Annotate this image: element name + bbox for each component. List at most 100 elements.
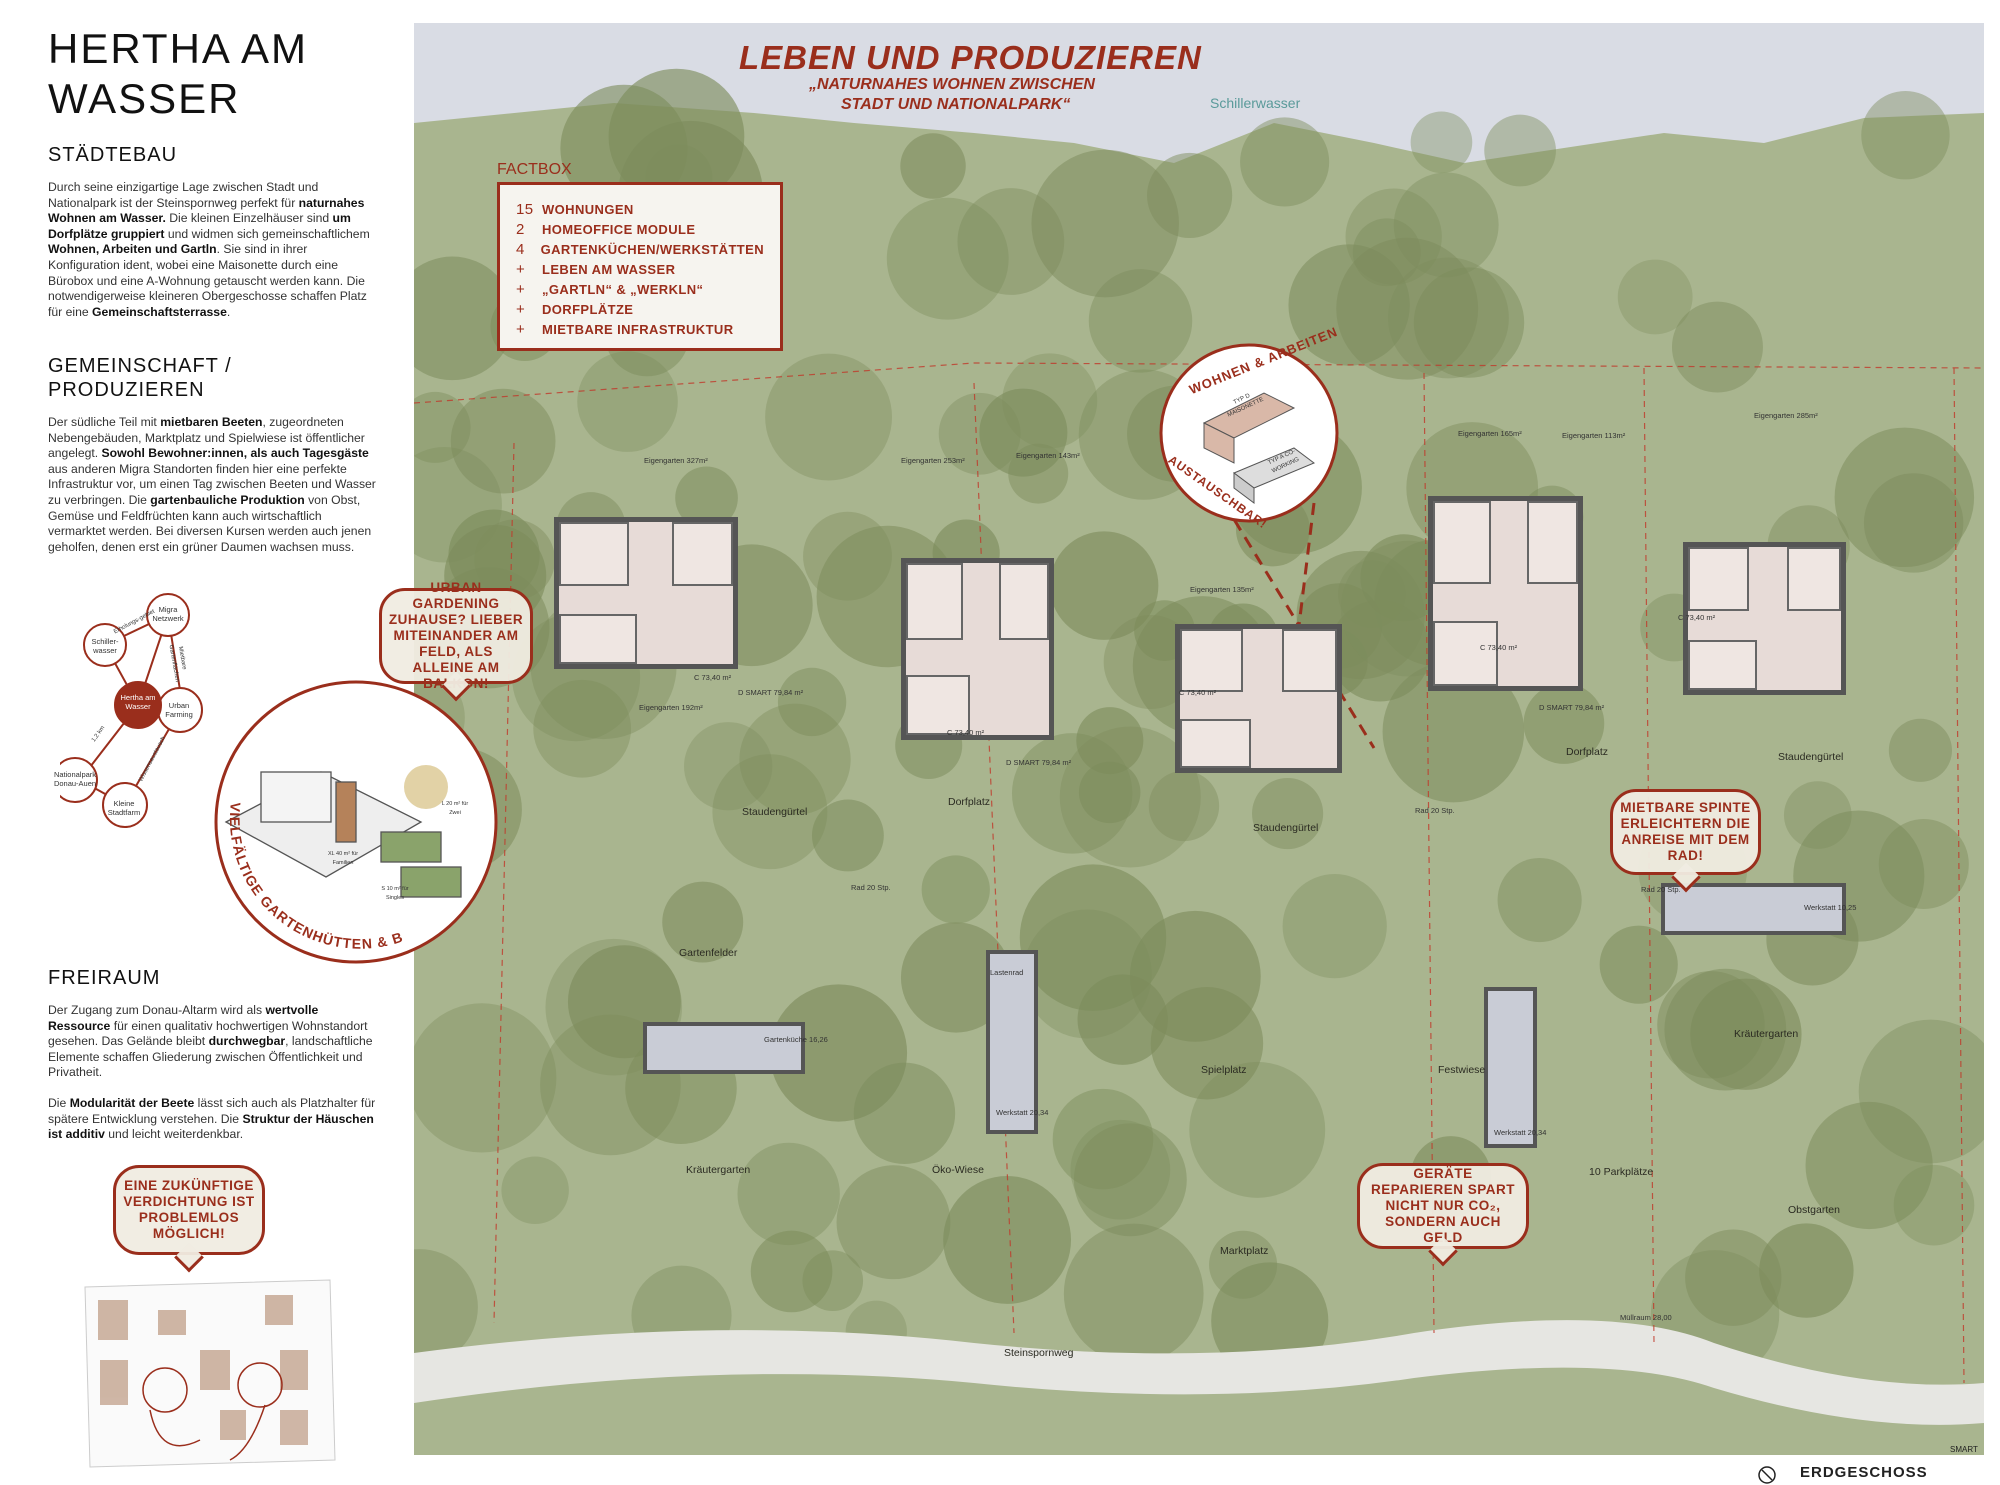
tree (1888, 718, 1952, 782)
factbox-text: DORFPLÄTZE (542, 301, 634, 317)
text-segment: lässt sich auch als Platzhalter für spät… (48, 1096, 376, 1126)
tree (1893, 1164, 1975, 1246)
tree (1329, 600, 1431, 702)
unit-label: C 73,40 m² (1678, 613, 1716, 622)
factbox-text: MIETBARE INFRASTRUKTUR (542, 321, 734, 337)
tree (1103, 614, 1198, 710)
tree (1861, 90, 1950, 180)
tree (1150, 987, 1264, 1100)
tree (900, 922, 1012, 1033)
tree (1282, 874, 1387, 979)
private-garden-label: Eigengarten 143m² (1016, 451, 1080, 460)
speech-bubble-repair: GERÄTE REPARIEREN SPART NICHT NUR CO₂, S… (1357, 1163, 1529, 1249)
place-label: Dorfplatz (1566, 746, 1609, 758)
tree (1031, 149, 1179, 298)
place-label: Kräutergarten (686, 1164, 751, 1176)
factbox-count: + (516, 300, 526, 318)
factbox-row: + „GARTLN“ & „WERKLN“ (516, 279, 764, 299)
private-garden-label: Eigengarten 135m² (1190, 585, 1254, 594)
place-label: Obstgarten (1788, 1204, 1840, 1216)
tree (777, 667, 847, 737)
place-label: Steinspornweg (1004, 1347, 1074, 1359)
text-freiraum-1: Der Zugang zum Donau-Altarm wird als wer… (48, 1003, 378, 1081)
factbox-text: „GARTLN“ & „WERKLN“ (542, 281, 704, 297)
tree (938, 392, 1021, 475)
place-label: Dorfplatz (948, 796, 991, 808)
factbox-text: WOHNUNGEN (542, 201, 634, 217)
tree (1360, 534, 1448, 622)
residential-building (554, 517, 738, 669)
speech-bubble-urban-gardening: URBAN GARDENING ZUHAUSE? LIEBER MITEINAN… (379, 580, 533, 691)
text-gemeinschaft: Der südliche Teil mit mietbaren Beeten, … (48, 415, 378, 555)
text-segment: für einen qualitativ hochwertigen Wohnst… (48, 1018, 368, 1049)
text-segment: Gemeinschaftsterrasse (92, 304, 227, 319)
tree (1070, 1119, 1171, 1220)
text-segment: Der Zugang zum Donau-Altarm wird als (48, 1003, 266, 1017)
tree (750, 1230, 833, 1313)
heading-freiraum: FREIRAUM (48, 967, 161, 989)
unit-label: C 73,40 m² (1480, 643, 1518, 652)
tree (1049, 531, 1159, 640)
network-node: Urban Farming (165, 701, 193, 719)
tree (1076, 707, 1144, 775)
factbox-row: + DORFPLÄTZE (516, 299, 764, 319)
factbox-count: + (516, 280, 526, 298)
water-area (414, 23, 1984, 163)
private-garden-label: Eigengarten 285m² (1754, 411, 1818, 420)
private-garden-label: Eigengarten 113m² (1562, 431, 1626, 440)
speech-bubble-bike-lockers: MIETBARE SPINTE ERLEICHTERN DIE ANREISE … (1610, 789, 1761, 875)
tree (943, 1175, 1072, 1304)
tree (414, 1249, 478, 1366)
text-segment: Modularität der Beete (69, 1096, 195, 1110)
tree (1382, 660, 1525, 803)
tree (1019, 864, 1167, 1011)
text-segment: Die kleinen Einzelhäuser sind (165, 211, 333, 226)
project-title: HERTHA AM WASSER (48, 25, 308, 122)
factbox-count: 15 (516, 200, 534, 218)
tree (1022, 909, 1152, 1039)
garden-shed (986, 950, 1038, 1134)
place-label: Staudengürtel (1778, 751, 1844, 763)
room-label: Werkstatt 10,25 (1804, 903, 1857, 912)
factbox-row: +LEBEN AM WASSER (516, 259, 764, 279)
tree (957, 188, 1065, 295)
tree (1052, 1088, 1154, 1190)
tree (1240, 117, 1330, 207)
place-label: Öko-Wiese (932, 1164, 984, 1176)
place-label: Gartenfelder (679, 947, 738, 959)
tree (662, 881, 744, 963)
unit-label: D SMART 79,84 m² (1539, 703, 1605, 712)
tree (979, 388, 1068, 477)
map-subtitle-2: STADT UND NATIONALPARK“ (841, 96, 1071, 113)
tree (675, 466, 738, 530)
garden-shed (643, 1022, 805, 1074)
garden-shed (1484, 987, 1537, 1148)
tree (1209, 1230, 1278, 1299)
room-label: Werkstatt 20,34 (1494, 1128, 1547, 1137)
water-label: Schillerwasser (1210, 95, 1301, 111)
text-segment: Durch seine einzigartige Lage zwischen S… (48, 180, 319, 210)
tree (1252, 777, 1324, 850)
factbox-count: 2 (516, 220, 525, 238)
tree (450, 388, 556, 494)
map-title: LEBEN UND PRODUZIEREN (739, 39, 1202, 76)
tree (1497, 857, 1582, 943)
text-freiraum-2: Die Modularität der Beete lässt sich auc… (48, 1096, 378, 1143)
tree (853, 1062, 956, 1165)
tree (1617, 259, 1693, 335)
unit-label: C 73,40 m² (947, 728, 985, 737)
room-label: Werkstatt 20,34 (996, 1108, 1049, 1117)
tree (533, 679, 632, 778)
place-label: Kräutergarten (1734, 1028, 1799, 1040)
private-garden-label: Eigengarten 327m² (644, 456, 708, 465)
tree (900, 133, 966, 199)
private-garden-label: Eigengarten 253m² (901, 456, 965, 465)
factbox-count: 4 (516, 240, 525, 258)
network-diagram (60, 593, 203, 828)
text-segment: aus anderen Migra Standorten finden hier… (48, 461, 376, 507)
tree (448, 509, 540, 601)
private-garden-label: Eigengarten 192m² (639, 703, 703, 712)
tree (1878, 819, 1969, 910)
room-label: Müllraum 28,00 (1620, 1313, 1672, 1322)
